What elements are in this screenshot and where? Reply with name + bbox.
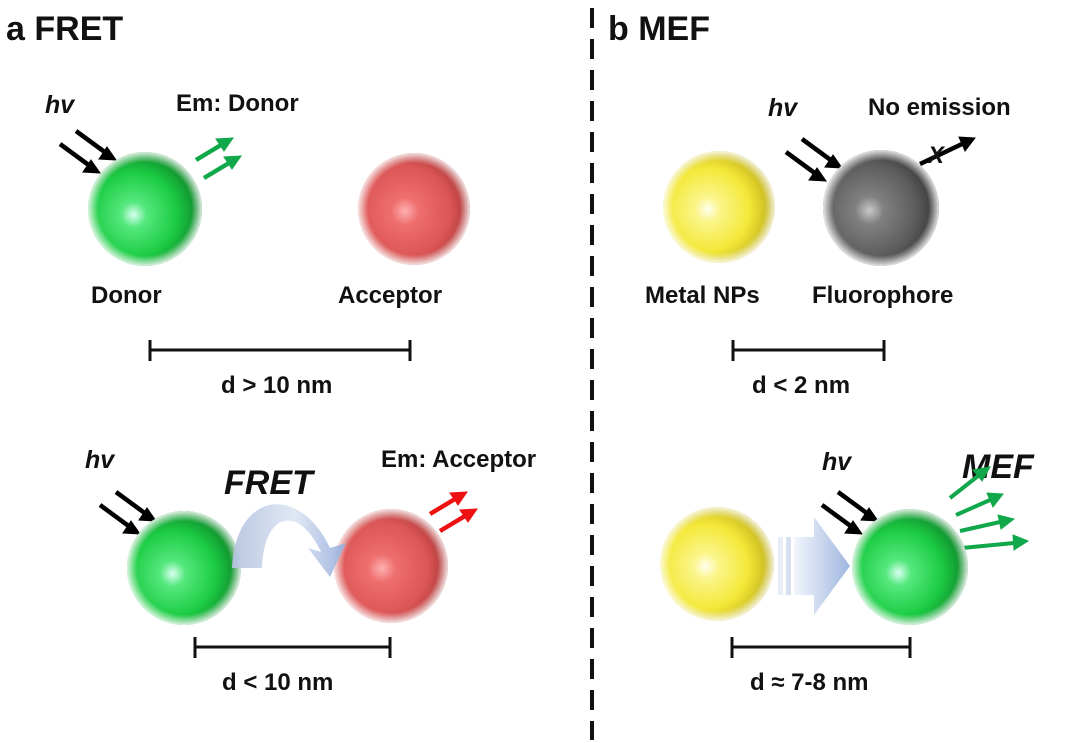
panel-b-top-hv-label: hv (768, 94, 799, 122)
panel-b-fluorophore-label: Fluorophore (812, 282, 953, 309)
panel-b-top-excitation-arrows (784, 137, 843, 182)
panel-b: b MEF hv No emission X Metal NPs Fluorop… (608, 10, 1035, 696)
panel-b-no-emission-label: No emission (868, 94, 1011, 121)
panel-a-fret-process-label: FRET (224, 464, 316, 502)
panel-a-bottom-distance-label: d < 10 nm (222, 669, 333, 696)
panel-b-metal-np-label: Metal NPs (645, 282, 760, 309)
panel-a-title-text: FRET (34, 10, 123, 48)
panel-a-bottom-excitation-arrows (98, 490, 157, 535)
panel-a-top-acceptor-sphere (358, 153, 470, 265)
panel-a-donor-label: Donor (91, 282, 162, 309)
panel-a-letter: a (6, 10, 26, 48)
panel-a-energy-transfer-arrow (232, 504, 346, 577)
panel-a-top-distance-label: d > 10 nm (221, 372, 332, 399)
panel-a-bottom-acceptor-sphere (334, 509, 448, 623)
panel-b-blocked-emission-arrow (919, 136, 976, 167)
panel-b-top-metal-np-sphere (663, 151, 775, 263)
panel-a: a FRET hv Em: Donor Donor Acceptor (6, 10, 536, 696)
panel-b-bottom-excitation-arrows (820, 490, 879, 535)
panel-b-enhancement-arrow (778, 517, 850, 615)
panel-a-acceptor-label: Acceptor (338, 282, 442, 309)
panel-a-top-emission-label: Em: Donor (176, 90, 299, 117)
panel-b-enhanced-emission-arrows (948, 466, 1030, 551)
panel-b-top-distance-label: d < 2 nm (752, 372, 850, 399)
panel-b-bottom-metal-np-sphere (660, 507, 774, 621)
panel-a-top-hv-label: hv (45, 91, 76, 119)
panel-b-title: b MEF (608, 10, 710, 48)
panel-a-top-excitation-arrows (58, 129, 117, 174)
panel-b-letter: b (608, 10, 629, 48)
panel-a-title: a FRET (6, 10, 123, 48)
panel-b-title-text: MEF (638, 10, 710, 48)
panel-b-bottom-fluorophore-sphere (852, 509, 968, 625)
panel-a-bottom-distance-bar (193, 637, 392, 658)
panel-a-acceptor-emission-arrows (428, 491, 478, 533)
panel-b-top-distance-bar (731, 340, 886, 361)
panel-a-donor-emission-arrows (194, 137, 242, 180)
panel-a-bottom-hv-label: hv (85, 446, 116, 474)
panel-a-bottom-emission-label: Em: Acceptor (381, 446, 536, 473)
panel-b-bottom-distance-bar (730, 637, 912, 658)
panel-b-top-fluorophore-sphere (823, 150, 939, 266)
panel-b-bottom-distance-label: d ≈ 7-8 nm (750, 669, 869, 696)
panel-a-bottom-donor-sphere (127, 511, 241, 625)
panel-b-blocked-mark: X (926, 142, 946, 169)
panel-b-bottom-hv-label: hv (822, 448, 853, 476)
panel-a-top-distance-bar (148, 340, 412, 361)
panel-a-top-donor-sphere (88, 152, 202, 266)
